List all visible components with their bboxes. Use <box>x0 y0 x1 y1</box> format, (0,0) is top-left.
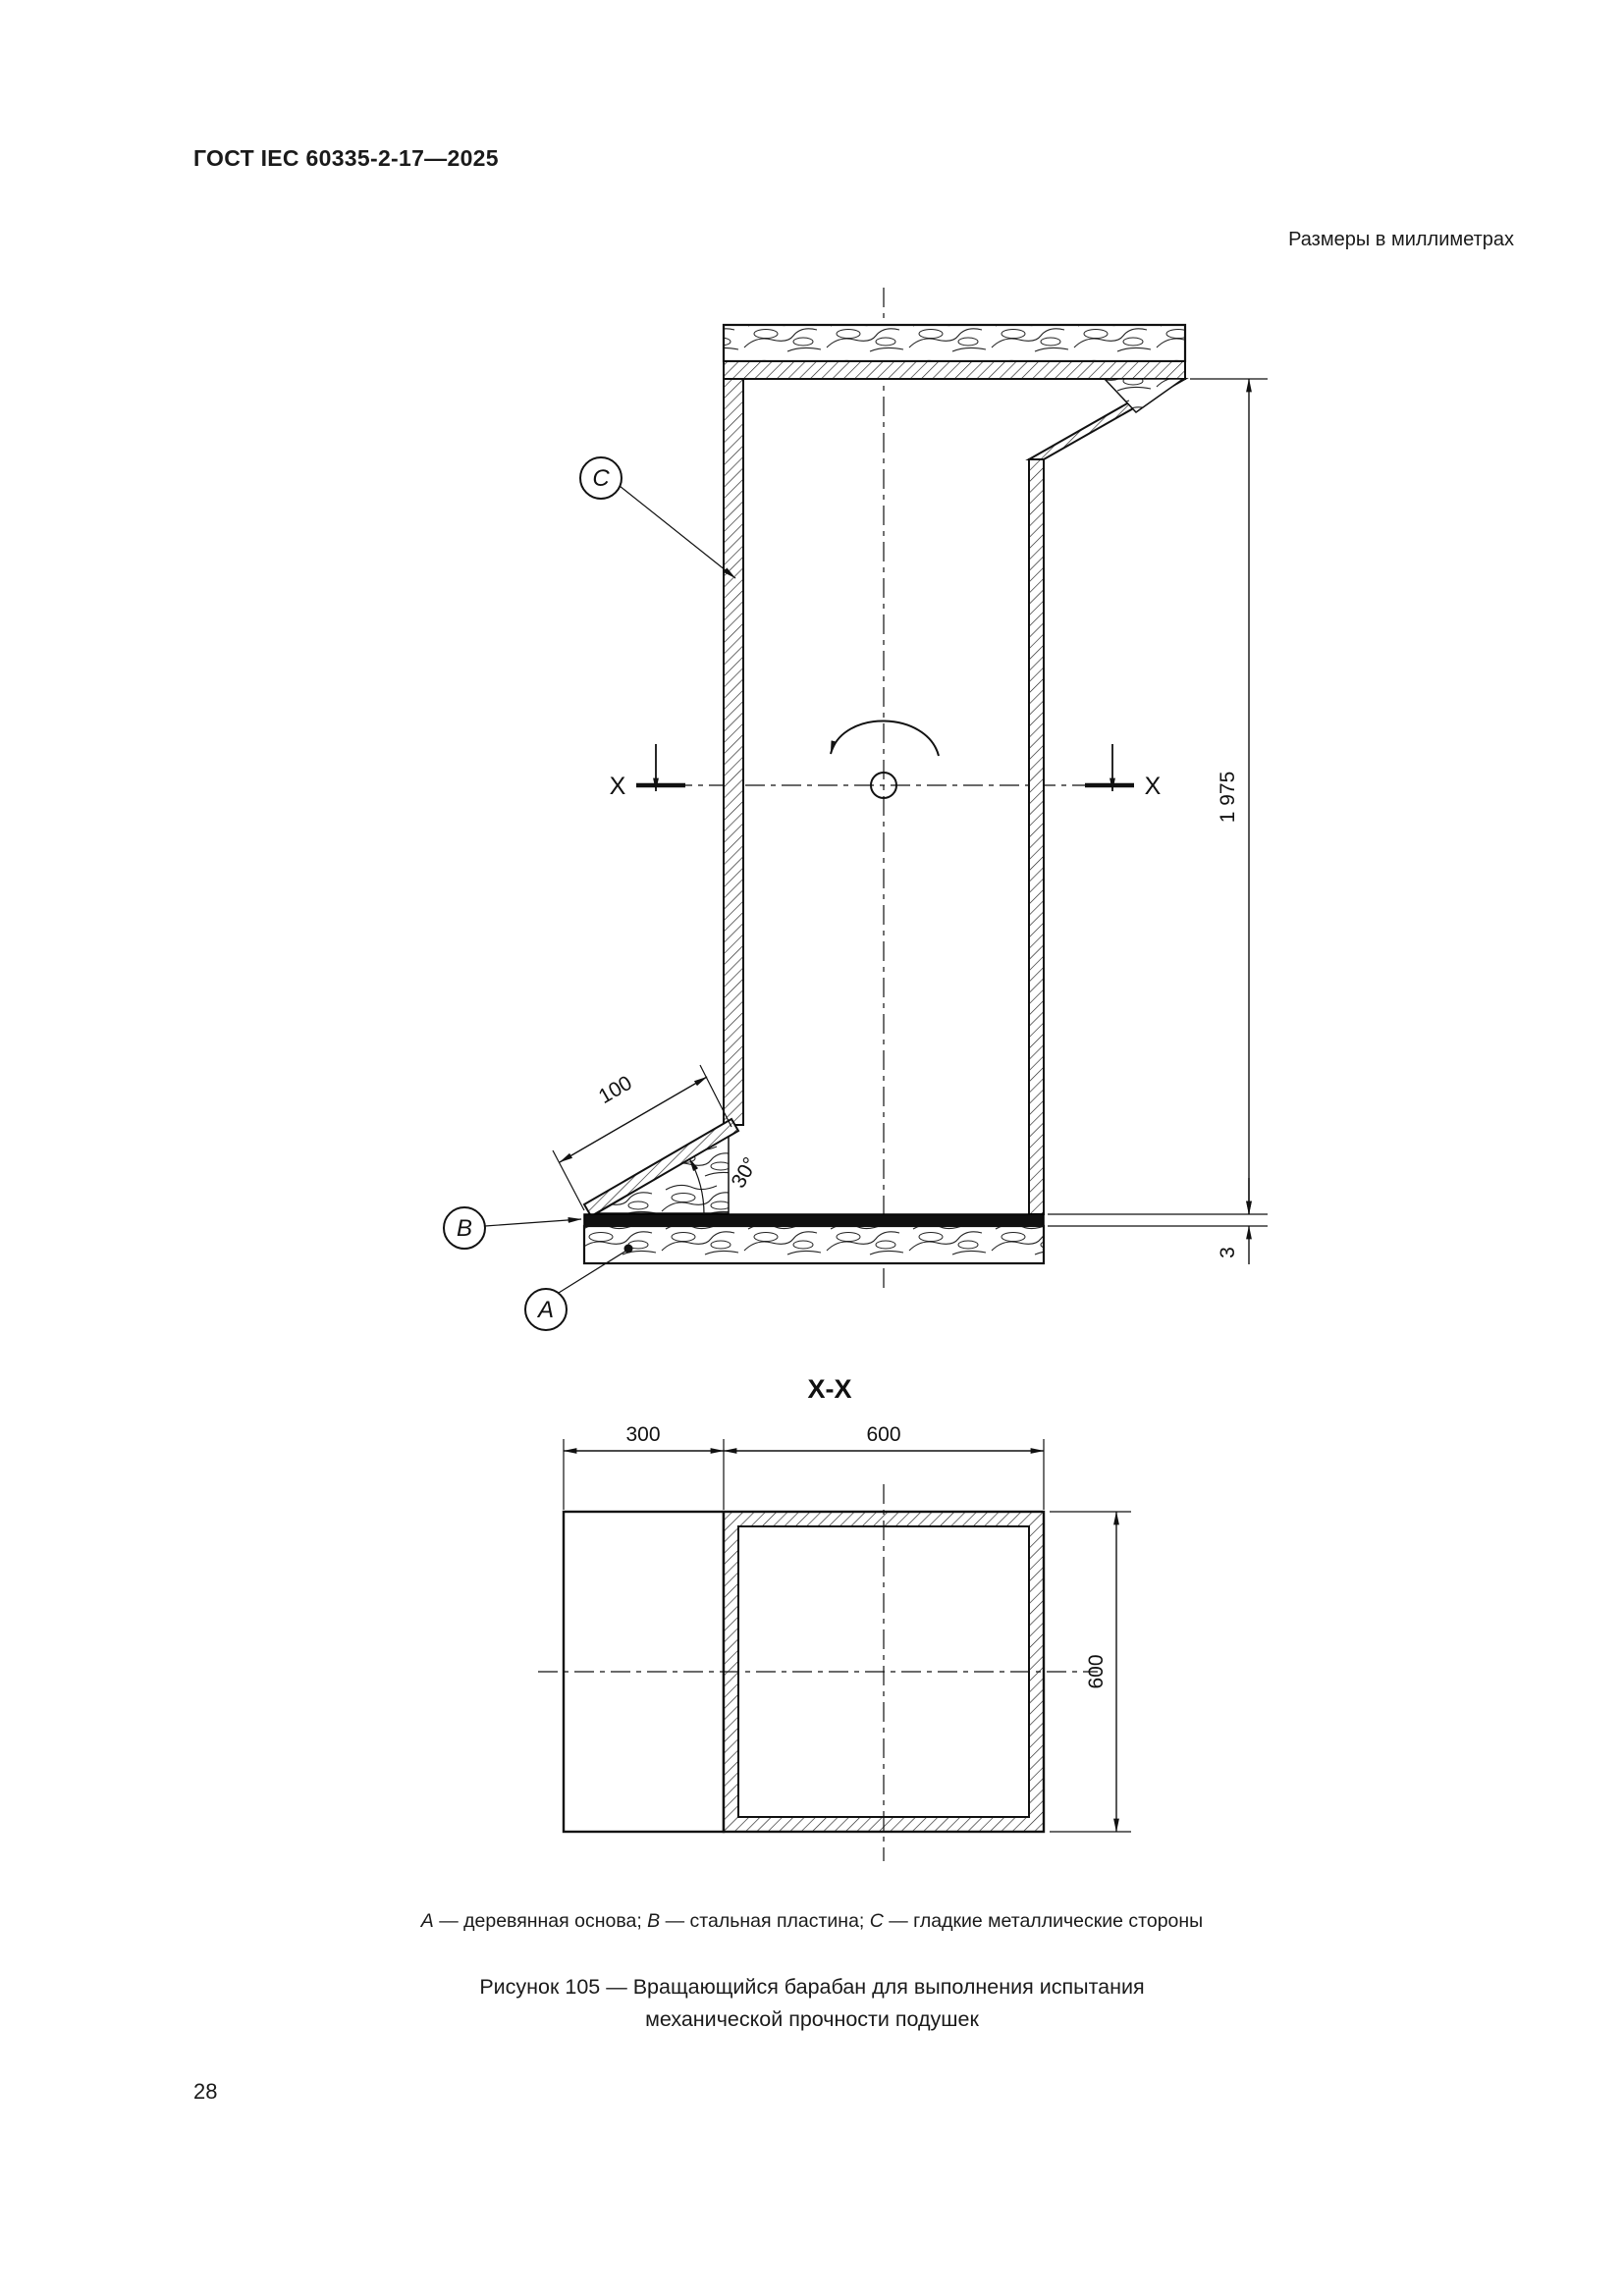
label-a-circle <box>524 1288 568 1331</box>
section-letter-left: X <box>610 773 626 800</box>
section-view-x-x: X-X 300 600 600 <box>538 1374 1131 1861</box>
units-note: Размеры в миллиметрах <box>1288 229 1514 250</box>
figure-caption-line1: Рисунок 105 — Вращающийся барабан для вы… <box>479 1975 1145 1999</box>
thickness-dim-label: 3 <box>1217 1247 1239 1258</box>
height-dim-label: 1 975 <box>1217 772 1239 824</box>
legend-letter-b: В <box>647 1910 661 1932</box>
legend-letter-a: А <box>420 1910 434 1932</box>
sec-dim-600-top-label: 600 <box>866 1423 900 1446</box>
angle-arc <box>688 1157 705 1215</box>
standard-number-header: ГОСТ IEC 60335-2-17—2025 <box>193 145 499 171</box>
label-b-leader <box>484 1217 582 1227</box>
label-c-circle <box>579 456 623 500</box>
top-right-wood-wedge <box>1103 378 1186 413</box>
label-a-leader <box>558 1250 627 1294</box>
bottom-wood-wedge <box>594 1135 730 1214</box>
right-wall <box>1028 458 1045 1215</box>
figure-caption-line2: механической прочности подушек <box>645 2007 979 2032</box>
steel-plate <box>583 1213 1045 1227</box>
figure-caption: Рисунок 105 — Вращающийся барабан для вы… <box>0 1971 1624 2037</box>
section-letter-right: X <box>1145 773 1162 800</box>
label-b-circle <box>443 1206 486 1250</box>
top-lid-wood <box>722 323 1187 363</box>
section-view-title: X-X <box>807 1374 851 1404</box>
figure-legend: А — деревянная основа; В — стальная плас… <box>0 1910 1624 1933</box>
ramp-ext-1 <box>552 1149 585 1211</box>
left-wall <box>723 324 744 1126</box>
sec-dim-300-label: 300 <box>625 1423 660 1446</box>
label-c-letter: С <box>592 465 610 492</box>
angle-dim-label: 30° <box>727 1153 762 1192</box>
wood-base <box>582 1224 1046 1265</box>
rotation-axis-circle <box>870 772 897 799</box>
legend-text-b: — стальная пластина; <box>660 1910 870 1932</box>
label-a-dot <box>623 1244 633 1254</box>
label-a-letter: А <box>536 1297 554 1323</box>
label-b-letter: В <box>457 1215 472 1242</box>
main-view: X X С В А 1 975 3 <box>443 288 1268 1331</box>
ramp-ext-2 <box>699 1064 732 1128</box>
top-lid-metal-sheet <box>723 360 1186 380</box>
page-number: 28 <box>193 2079 218 2104</box>
legend-text-a: — деревянная основа; <box>433 1910 648 1932</box>
rotation-arrow <box>830 720 940 757</box>
label-c-leader <box>619 485 736 579</box>
legend-letter-c: С <box>869 1910 884 1932</box>
legend-text-c: — гладкие металлические стороны <box>883 1910 1204 1932</box>
ramp-dim-label: 100 <box>595 1072 636 1108</box>
ramp-dim-line <box>559 1076 708 1163</box>
